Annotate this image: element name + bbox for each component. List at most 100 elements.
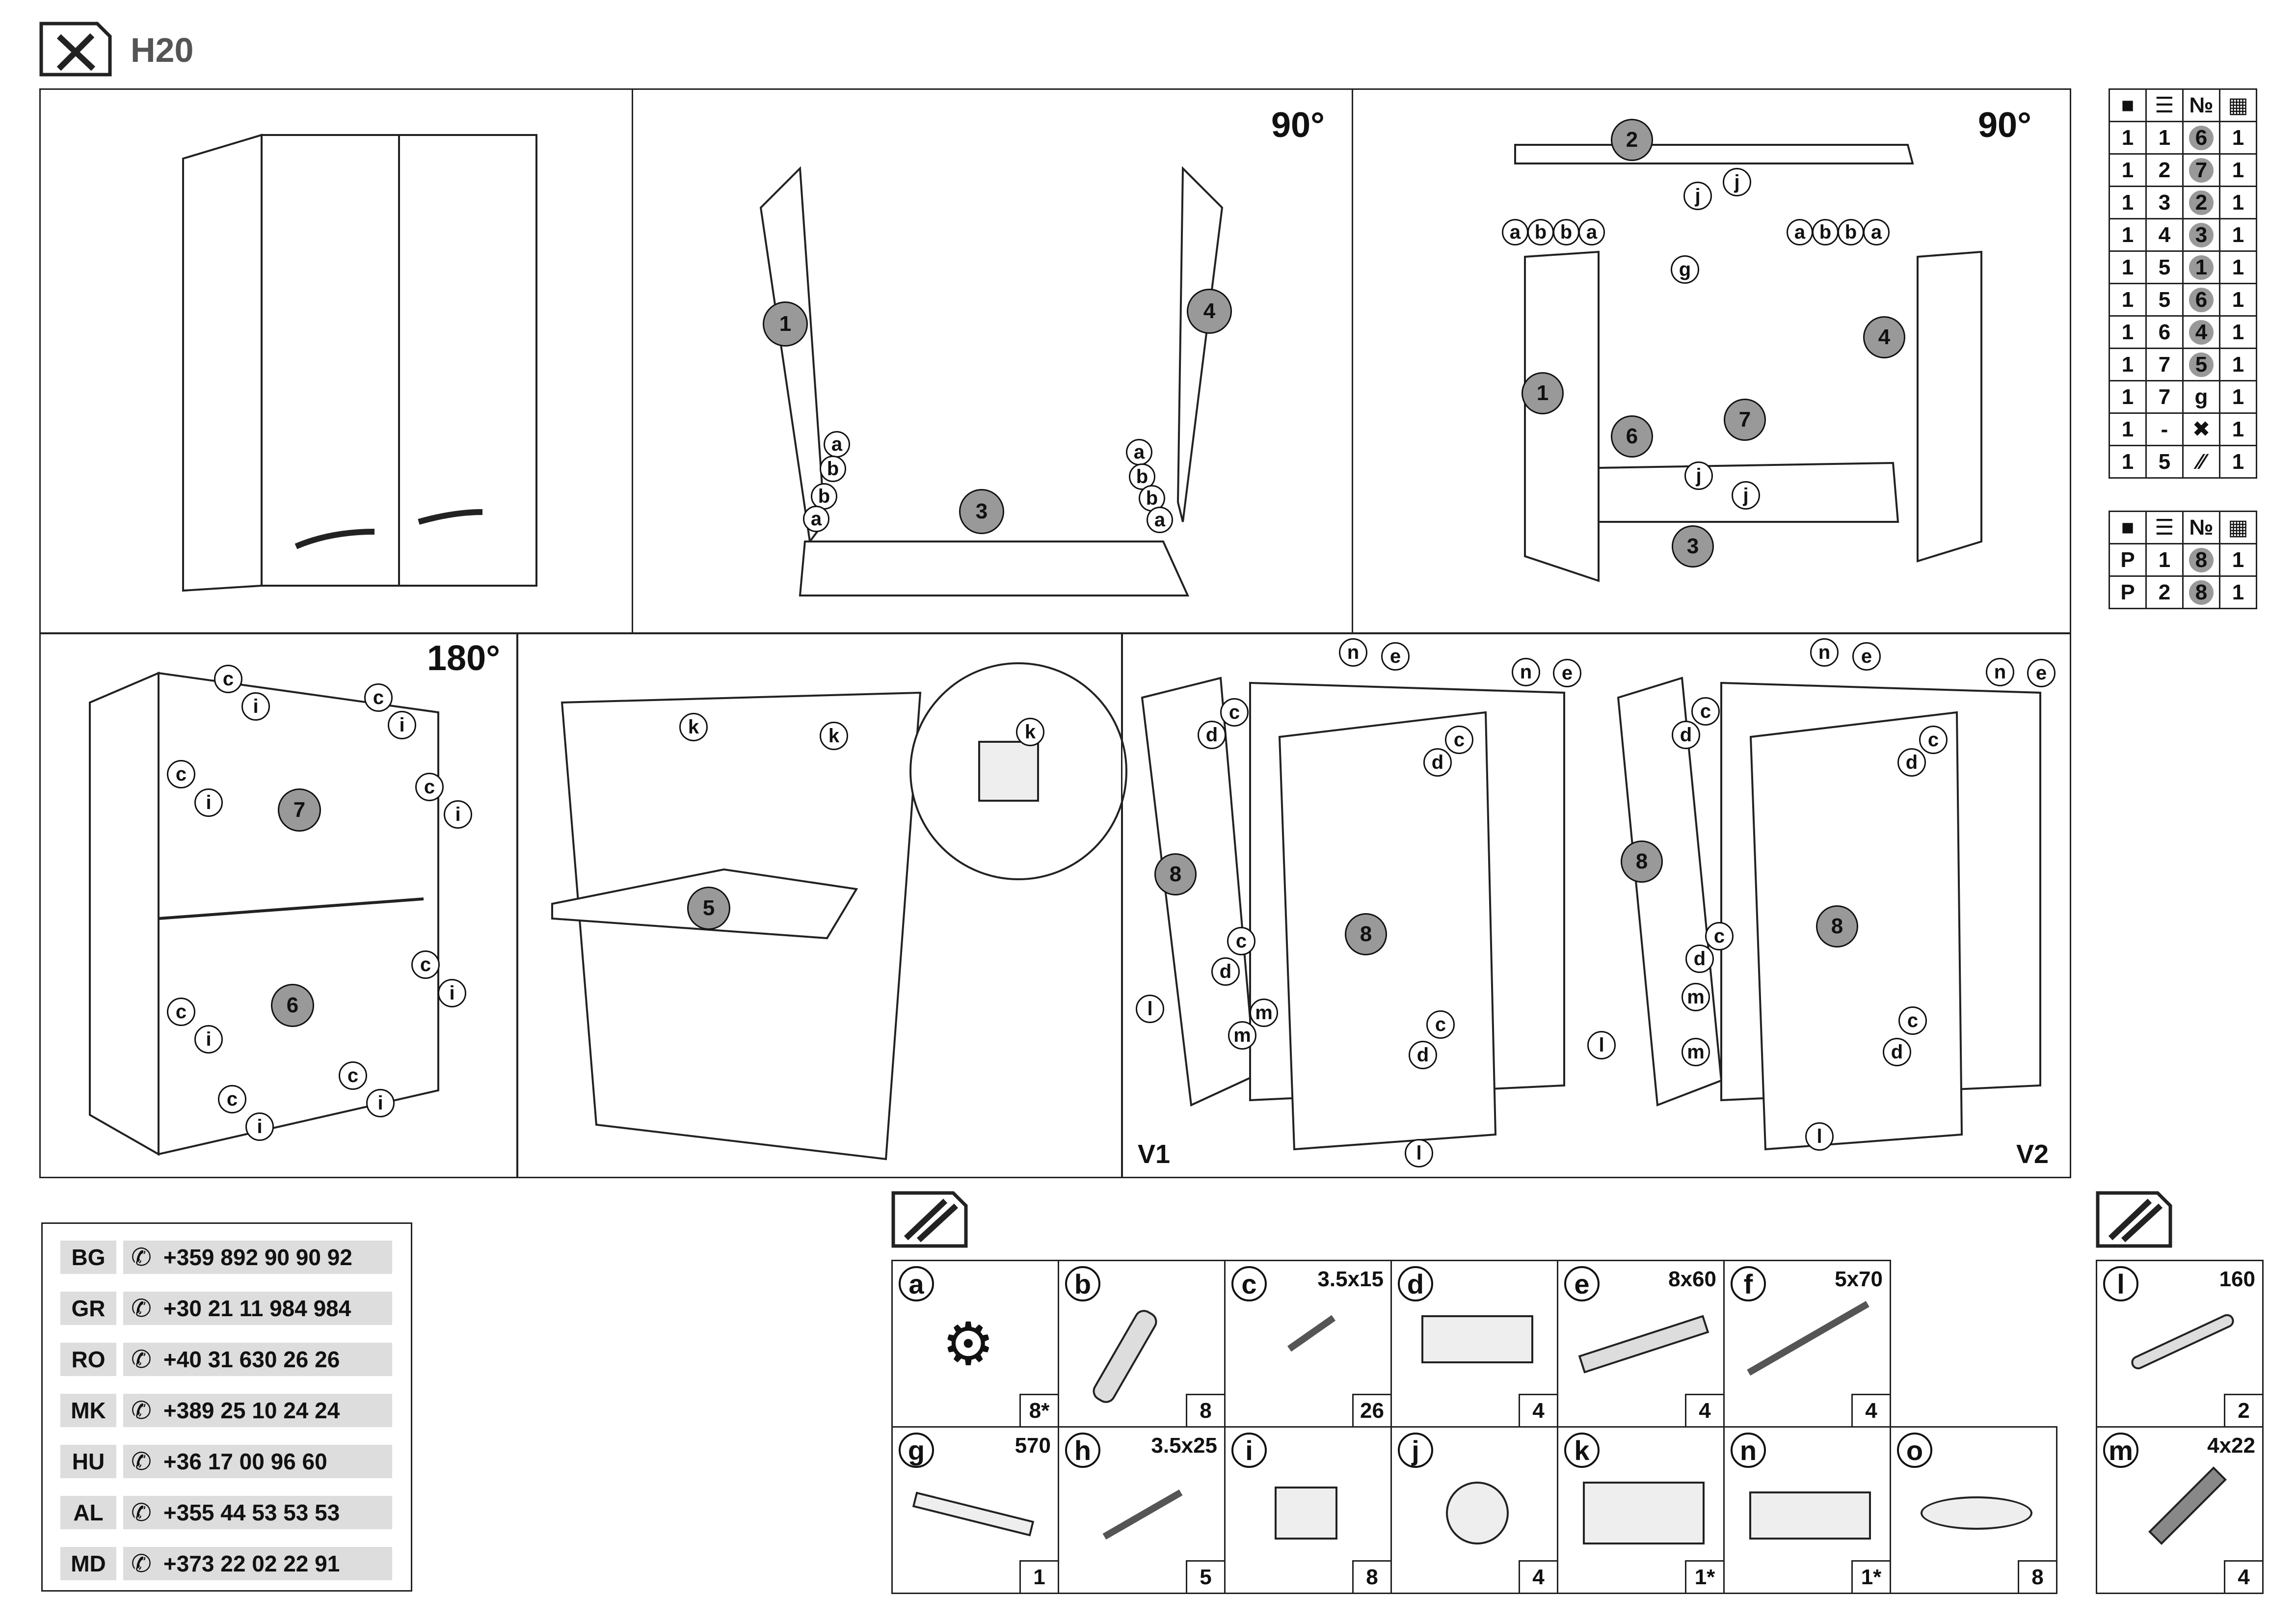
hardware-label: j	[1732, 481, 1760, 510]
part-number: 3	[2189, 222, 2214, 247]
tools-icon	[39, 22, 112, 77]
hardware-letter: n	[1731, 1433, 1766, 1468]
cell: 1	[2109, 445, 2147, 479]
cell: 1	[2219, 380, 2257, 414]
contact-row: BG✆+359 892 90 90 92	[60, 1241, 392, 1274]
shelf-pin-icon	[1446, 1482, 1509, 1544]
cell: 5	[2182, 348, 2220, 381]
hardware-cell: h 3.5x25 5	[1058, 1426, 1226, 1594]
box-icon: ■	[2109, 511, 2147, 544]
part-label: 8	[1154, 853, 1197, 895]
hardware-label: d	[1672, 721, 1700, 749]
hardware-label: i	[438, 979, 466, 1007]
phone: ✆+373 22 02 22 91	[123, 1547, 392, 1580]
hardware-bag-icon: ∕∕	[2182, 445, 2220, 479]
hardware-label: c	[1445, 726, 1473, 754]
hardware-label: a	[1787, 219, 1813, 245]
cell: 7	[2145, 380, 2184, 414]
phone-number: +389 25 10 24 24	[163, 1398, 340, 1423]
country-code: AL	[60, 1496, 116, 1529]
hardware-label: m	[1250, 999, 1278, 1027]
hardware-label: k	[820, 722, 848, 750]
cell: 1	[2219, 445, 2257, 479]
hardware-label: m	[1682, 1038, 1710, 1066]
hardware-label: j	[1684, 461, 1713, 490]
contacts-box: BG✆+359 892 90 90 92 GR✆+30 21 11 984 98…	[41, 1222, 412, 1592]
hanging-bracket-icon	[1749, 1491, 1871, 1540]
hardware-label: c	[415, 773, 444, 801]
part-label: 2	[1611, 119, 1653, 161]
step-3-panel	[1352, 88, 2071, 634]
hardware-size: 3.5x25	[1151, 1434, 1217, 1458]
hardware-size: 3.5x15	[1317, 1267, 1384, 1291]
hardware-label: c	[1220, 698, 1249, 727]
hardware-cell: b 8	[1058, 1260, 1226, 1428]
cell: 6	[2182, 121, 2220, 155]
number-header: №	[2182, 511, 2220, 544]
count-icon: ▦	[2219, 88, 2257, 122]
cell: 3	[2182, 218, 2220, 252]
hardware-label: d	[1211, 957, 1240, 986]
rotate-90-label: 90°	[1271, 106, 1325, 145]
hardware-cell: a ⚙ 8*	[891, 1260, 1059, 1428]
hardware-label: j	[1723, 168, 1751, 196]
count-icon: ▦	[2219, 511, 2257, 544]
part-label: 4	[1187, 289, 1232, 334]
hardware-label: m	[1682, 983, 1710, 1011]
hardware-label: n	[1512, 658, 1540, 686]
hardware-label: c	[1691, 697, 1720, 726]
hardware-count: 4	[1519, 1560, 1557, 1593]
hardware-cell: n 1*	[1723, 1426, 1891, 1594]
part-number: 8	[2189, 547, 2214, 572]
cell: 4	[2145, 218, 2184, 252]
phone-icon: ✆	[131, 1499, 152, 1526]
hardware-label: c	[167, 998, 195, 1026]
hardware-letter: c	[1231, 1266, 1267, 1301]
hardware-label: c	[1898, 1006, 1927, 1035]
part-label: 6	[1611, 415, 1653, 458]
country-code: GR	[60, 1292, 116, 1325]
part-number: 4	[2189, 320, 2214, 345]
hardware-label: a	[824, 431, 850, 458]
hardware-count: 2	[2224, 1394, 2262, 1426]
cell: 1	[2219, 218, 2257, 252]
hardware-label: d	[1883, 1038, 1911, 1066]
cell: 5	[2145, 283, 2184, 317]
cell: P	[2109, 575, 2147, 609]
cell: 1	[2145, 121, 2184, 155]
hardware-letter: j	[1398, 1433, 1433, 1468]
contact-row: MD✆+373 22 02 22 91	[60, 1547, 392, 1580]
cell: 1	[2109, 412, 2147, 446]
hardware-label: c	[214, 665, 242, 693]
part-label: 1	[763, 301, 808, 347]
hardware-cell: g 570 1	[891, 1426, 1059, 1594]
hardware-count: 8*	[1019, 1394, 1058, 1426]
cell: 1	[2145, 543, 2184, 577]
cell: 1	[2219, 250, 2257, 284]
hardware-letter: b	[1065, 1266, 1100, 1301]
hardware-label: a	[803, 506, 829, 532]
part-label: 4	[1863, 316, 1905, 358]
hardware-count: 26	[1352, 1394, 1390, 1426]
hardware-label: n	[1810, 638, 1839, 667]
hardware-label: d	[1409, 1041, 1437, 1069]
variant-1-label: V1	[1138, 1139, 1171, 1169]
hardware-label: c	[218, 1085, 246, 1113]
cell: 1	[2109, 315, 2147, 349]
part-label: 8	[1345, 913, 1387, 955]
wall-plug-icon	[1578, 1315, 1709, 1374]
long-screw-icon	[1747, 1300, 1869, 1376]
cell: 1	[2109, 121, 2147, 155]
phone-icon: ✆	[131, 1448, 152, 1475]
part-number: 6	[2189, 125, 2214, 150]
phone-number: +373 22 02 22 91	[163, 1551, 340, 1576]
cell: 7	[2182, 153, 2220, 187]
profile-rail-icon	[912, 1491, 1035, 1537]
phone-icon: ✆	[131, 1397, 152, 1424]
country-code: RO	[60, 1343, 116, 1376]
shelf-support-icon	[1583, 1482, 1705, 1544]
hardware-label: a	[1147, 507, 1173, 533]
cell: 3	[2145, 186, 2184, 219]
cell: 1	[2219, 575, 2257, 609]
